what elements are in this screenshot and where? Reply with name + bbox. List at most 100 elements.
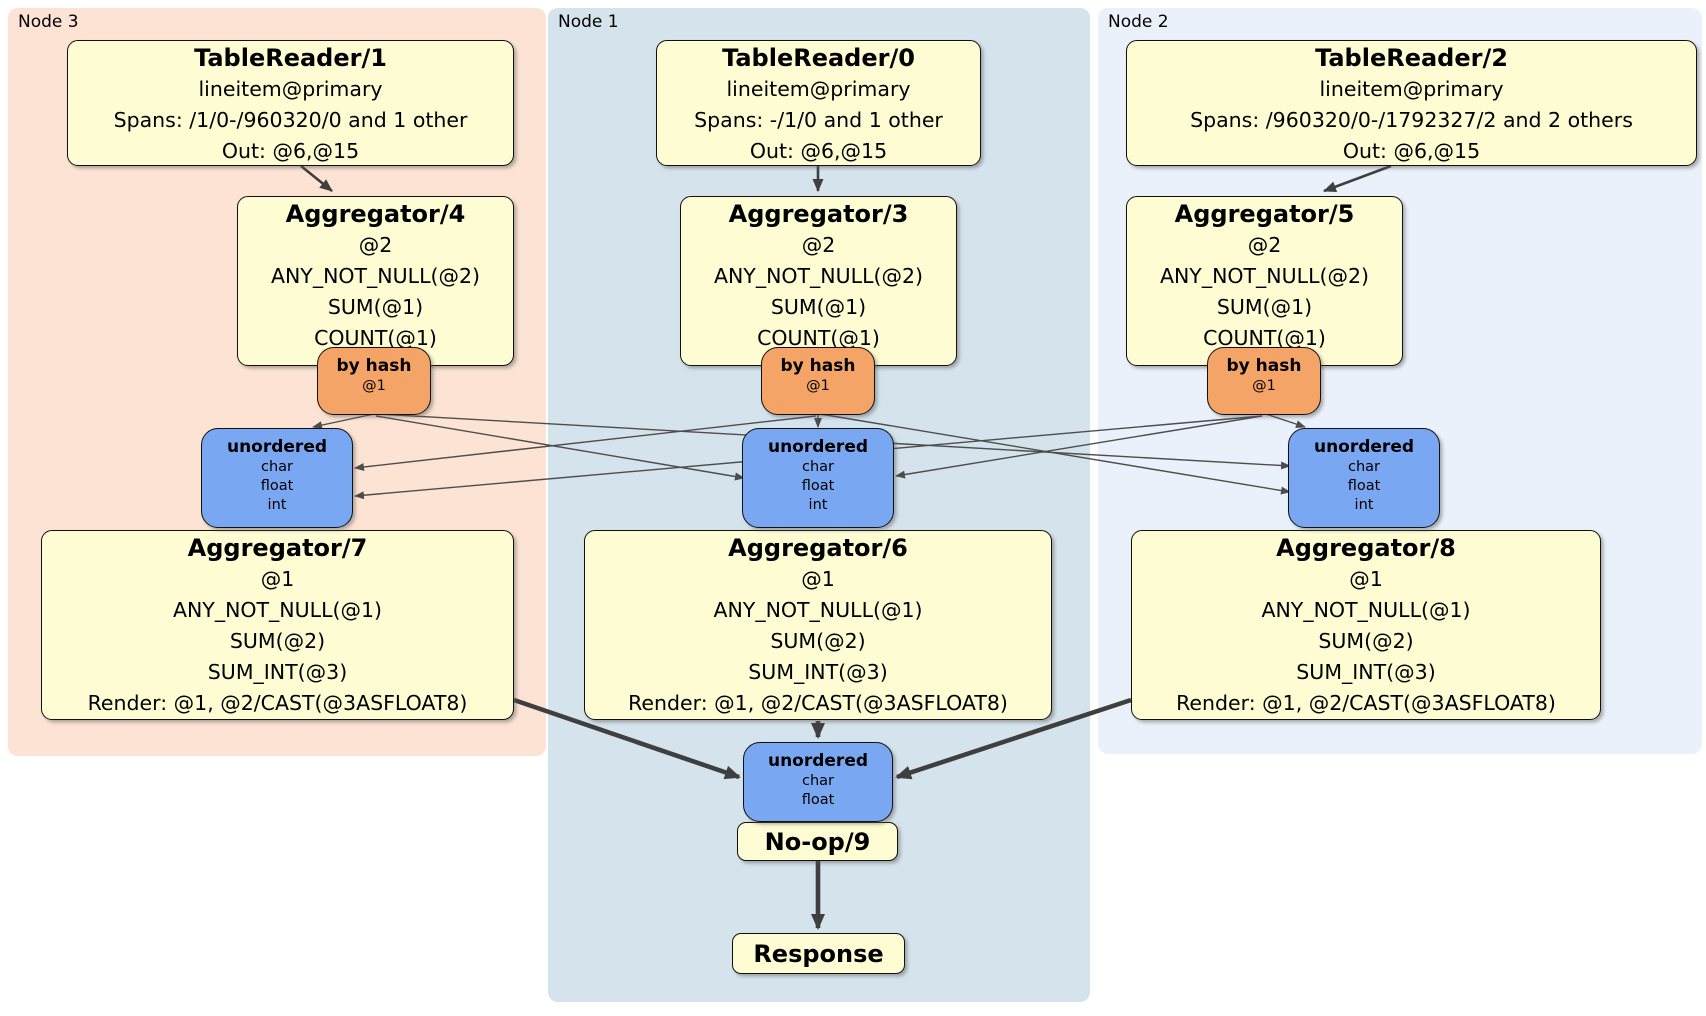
panel-label-node2: Node 2: [1108, 12, 1169, 32]
node-detail: ANY_NOT_NULL(@2): [1159, 264, 1370, 288]
node-detail: Out: @6,@15: [221, 139, 360, 163]
sync-col: int: [808, 497, 828, 513]
node-title: Aggregator/3: [728, 200, 909, 228]
node-detail: ANY_NOT_NULL(@2): [713, 264, 924, 288]
node-detail: SUM(@2): [1318, 629, 1414, 653]
node-detail: SUM(@2): [770, 629, 866, 653]
node-detail: SUM_INT(@3): [748, 660, 888, 684]
sync-title: unordered: [1313, 437, 1415, 457]
node-detail: ANY_NOT_NULL(@1): [172, 598, 383, 622]
node-detail: Render: @1, @2/CAST(@3ASFLOAT8): [628, 691, 1008, 715]
router-by-hash-left: by hash @1: [317, 347, 431, 415]
node-title: No-op/9: [764, 827, 871, 856]
node-aggregator-7: Aggregator/7 @1 ANY_NOT_NULL(@1) SUM(@2)…: [41, 530, 514, 720]
node-detail: ANY_NOT_NULL(@1): [713, 598, 923, 622]
node-title: Aggregator/7: [187, 534, 368, 562]
node-title: Aggregator/5: [1174, 200, 1355, 228]
edge-hashM-unordR: [819, 413, 1291, 495]
node-detail: SUM(@1): [1216, 295, 1313, 319]
node-title: TableReader/1: [194, 44, 387, 72]
node-detail: SUM(@1): [327, 295, 424, 319]
node-title: Aggregator/4: [285, 200, 466, 228]
edge-hashR-unordM: [895, 415, 1263, 479]
node-detail: SUM_INT(@3): [207, 660, 348, 684]
sync-col: int: [267, 497, 287, 513]
sync-col: float: [260, 478, 294, 494]
node-detail: @1: [1349, 567, 1383, 591]
node-detail: Out: @6,@15: [749, 139, 888, 163]
sync-col: int: [1354, 497, 1374, 513]
node-detail: Out: @6,@15: [1342, 139, 1481, 163]
node-title: Aggregator/6: [728, 534, 908, 562]
node-tablereader-0: TableReader/0 lineitem@primary Spans: -/…: [656, 40, 981, 166]
router-key: @1: [1252, 378, 1276, 394]
sync-unordered-right: unordered char float int: [1288, 428, 1440, 528]
sync-unordered-left: unordered char float int: [201, 428, 353, 528]
node-detail: COUNT(@1): [314, 326, 437, 350]
sync-col: float: [801, 478, 835, 494]
node-tablereader-2: TableReader/2 lineitem@primary Spans: /9…: [1126, 40, 1697, 166]
router-by-hash-mid: by hash @1: [761, 347, 875, 415]
router-key: @1: [362, 378, 386, 394]
node-title: TableReader/0: [722, 44, 915, 72]
panel-label-node1: Node 1: [558, 12, 619, 32]
sync-col: float: [801, 792, 835, 808]
node-detail: Spans: -/1/0 and 1 other: [694, 108, 943, 132]
node-aggregator-5: Aggregator/5 @2 ANY_NOT_NULL(@2) SUM(@1)…: [1126, 196, 1403, 366]
sync-col: char: [1347, 459, 1380, 475]
node-tablereader-1: TableReader/1 lineitem@primary Spans: /1…: [67, 40, 514, 166]
node-detail: lineitem@primary: [198, 77, 383, 101]
node-detail: @2: [358, 233, 393, 257]
router-key: @1: [806, 378, 830, 394]
panel-label-node3: Node 3: [18, 12, 79, 32]
sync-unordered-mid: unordered char float int: [742, 428, 894, 528]
node-detail: Render: @1, @2/CAST(@3ASFLOAT8): [87, 691, 468, 715]
router-by-hash-right: by hash @1: [1207, 347, 1321, 415]
sync-title: unordered: [767, 437, 869, 457]
edge-tr1-agg4: [300, 164, 333, 193]
node-detail: SUM(@2): [229, 629, 326, 653]
node-aggregator-4: Aggregator/4 @2 ANY_NOT_NULL(@2) SUM(@1)…: [237, 196, 514, 366]
node-aggregator-3: Aggregator/3 @2 ANY_NOT_NULL(@2) SUM(@1)…: [680, 196, 957, 366]
sync-col: char: [801, 459, 834, 475]
router-title: by hash: [336, 356, 412, 376]
node-title: TableReader/2: [1315, 44, 1508, 72]
node-detail: Spans: /960320/0-/1792327/2 and 2 others: [1190, 108, 1633, 132]
node-noop-9: No-op/9: [737, 822, 898, 861]
node-aggregator-6: Aggregator/6 @1 ANY_NOT_NULL(@1) SUM(@2)…: [584, 530, 1052, 720]
sync-title: unordered: [767, 751, 869, 771]
node-detail: @2: [1247, 233, 1282, 257]
node-detail: lineitem@primary: [1319, 77, 1504, 101]
node-detail: @1: [260, 567, 295, 591]
edge-hashL-unordL: [312, 413, 375, 430]
sync-col: char: [260, 459, 293, 475]
edge-tr2-agg5: [1323, 164, 1392, 193]
node-title: Aggregator/8: [1276, 534, 1456, 562]
node-detail: @1: [801, 567, 835, 591]
edge-agg8-unordB: [895, 697, 1132, 780]
node-response: Response: [732, 933, 905, 974]
router-title: by hash: [780, 356, 856, 376]
node-detail: ANY_NOT_NULL(@2): [270, 264, 481, 288]
node-detail: @2: [801, 233, 836, 257]
node-detail: SUM_INT(@3): [1296, 660, 1436, 684]
node-detail: COUNT(@1): [757, 326, 880, 350]
node-aggregator-8: Aggregator/8 @1 ANY_NOT_NULL(@1) SUM(@2)…: [1131, 530, 1601, 720]
node-title: Response: [753, 939, 884, 968]
sync-col: float: [1347, 478, 1381, 494]
sync-unordered-bottom: unordered char float: [743, 742, 893, 822]
node-detail: ANY_NOT_NULL(@1): [1261, 598, 1471, 622]
node-detail: lineitem@primary: [726, 77, 911, 101]
node-detail: Render: @1, @2/CAST(@3ASFLOAT8): [1176, 691, 1556, 715]
node-detail: Spans: /1/0-/960320/0 and 1 other: [113, 108, 468, 132]
edge-agg7-unordB: [513, 697, 741, 780]
edge-hashL-unordM: [375, 415, 745, 481]
node-detail: COUNT(@1): [1203, 326, 1326, 350]
edge-hashR-unordR: [1265, 413, 1306, 428]
router-title: by hash: [1226, 356, 1302, 376]
node-detail: SUM(@1): [770, 295, 867, 319]
sync-title: unordered: [226, 437, 328, 457]
sync-col: char: [801, 773, 834, 789]
